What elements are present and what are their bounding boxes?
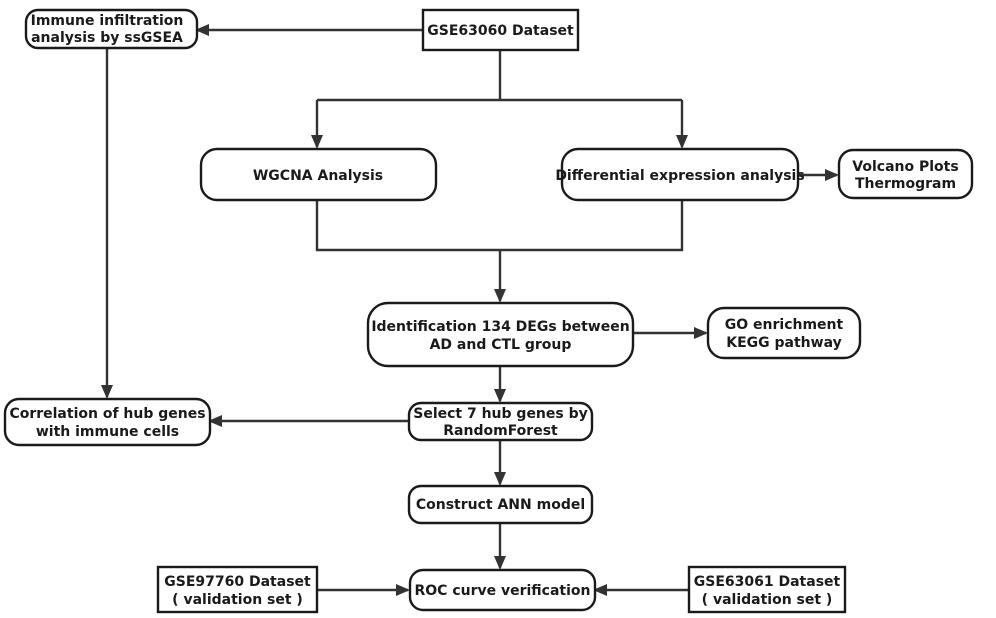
- node-ann-label: Construct ANN model: [416, 497, 585, 513]
- node-gse97760-line-2: ( validation set ): [172, 592, 303, 608]
- node-gse63060-label: GSE63060 Dataset: [427, 23, 574, 39]
- node-volcano: Volcano Plots Thermogram: [837, 148, 974, 200]
- node-select-hub-line-1: Select 7 hub genes by: [413, 406, 588, 422]
- node-gse63060: GSE63060 Dataset: [421, 8, 580, 52]
- node-correlation: Correlation of hub genes with immune cel…: [3, 397, 212, 447]
- node-gse63061-line-1: GSE63061 Dataset: [694, 574, 841, 590]
- node-correlation-line-1: Correlation of hub genes: [9, 406, 205, 422]
- node-go-kegg-line-2: KEGG pathway: [726, 335, 841, 351]
- edge-gse63060-trunk: [317, 50, 682, 102]
- node-correlation-line-2: with immune cells: [36, 424, 179, 440]
- node-differential-expression-label: Differential expression analysis: [555, 168, 804, 184]
- node-roc: ROC curve verification: [408, 568, 597, 612]
- node-immune-infiltration: Immune infiltration analysis by ssGSEA: [24, 8, 199, 50]
- node-immune-infiltration-line-1: Immune infiltration: [31, 13, 184, 29]
- node-roc-label: ROC curve verification: [414, 583, 590, 599]
- node-gse63061: GSE63061 Dataset ( validation set ): [687, 565, 847, 614]
- node-go-kegg: GO enrichment KEGG pathway: [706, 306, 862, 360]
- edge-wgcna-differential-merge: [315, 200, 684, 252]
- node-immune-infiltration-line-2: analysis by ssGSEA: [31, 30, 183, 46]
- node-go-kegg-line-1: GO enrichment: [725, 317, 844, 333]
- node-identification-line-1: Identification 134 DEGs between: [371, 319, 629, 335]
- connectors: [101, 24, 839, 596]
- node-identification: Identification 134 DEGs between AD and C…: [366, 301, 635, 368]
- node-gse97760: GSE97760 Dataset ( validation set ): [156, 565, 319, 614]
- node-volcano-line-2: Thermogram: [855, 176, 956, 192]
- node-wgcna-label: WGCNA Analysis: [253, 168, 383, 184]
- node-identification-line-2: AD and CTL group: [430, 337, 572, 353]
- node-differential-expression: Differential expression analysis: [555, 147, 805, 202]
- node-wgcna: WGCNA Analysis: [199, 147, 438, 202]
- node-select-hub: Select 7 hub genes by RandomForest: [407, 401, 594, 442]
- node-volcano-line-1: Volcano Plots: [852, 159, 958, 175]
- node-select-hub-line-2: RandomForest: [443, 423, 558, 439]
- node-ann: Construct ANN model: [407, 484, 594, 525]
- node-gse97760-line-1: GSE97760 Dataset: [164, 574, 311, 590]
- node-gse63061-line-2: ( validation set ): [702, 592, 833, 608]
